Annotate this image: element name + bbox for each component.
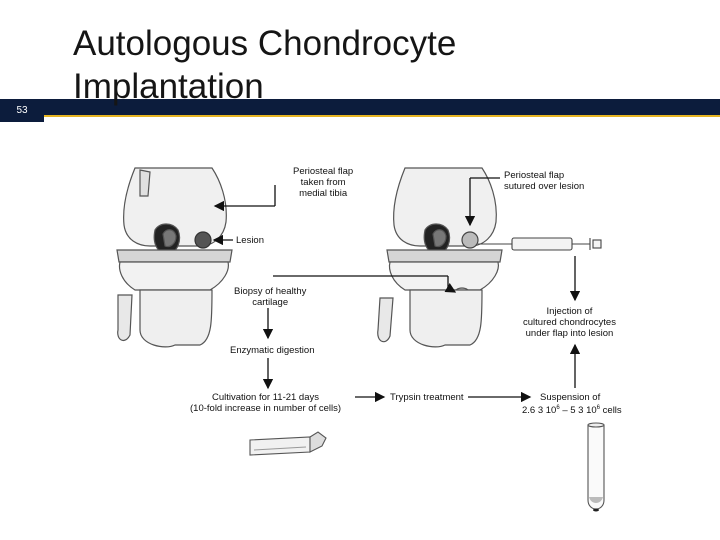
right-knee-illustration — [378, 168, 502, 347]
cultivation-label: Cultivation for 11-21 days (10-fold incr… — [190, 392, 341, 414]
lesion-label: Lesion — [236, 235, 264, 246]
trypsin-treatment-label: Trypsin treatment — [390, 392, 464, 403]
left-knee-illustration — [117, 168, 232, 347]
culture-flask-icon — [250, 432, 326, 455]
periosteal-flap-taken-label: Periosteal flap taken from medial tibia — [293, 166, 353, 199]
injection-label: Injection of cultured chondrocytes under… — [523, 306, 616, 339]
test-tube-icon — [588, 423, 604, 512]
enzymatic-digestion-label: Enzymatic digestion — [230, 345, 314, 356]
syringe-icon — [478, 238, 601, 250]
biopsy-label: Biopsy of healthy cartilage — [234, 286, 306, 308]
periosteal-flap-sutured-label: Periosteal flap sutured over lesion — [504, 170, 584, 192]
suspension-label: Suspension of 2.6 3 106 – 5 3 106 cells — [522, 392, 622, 416]
